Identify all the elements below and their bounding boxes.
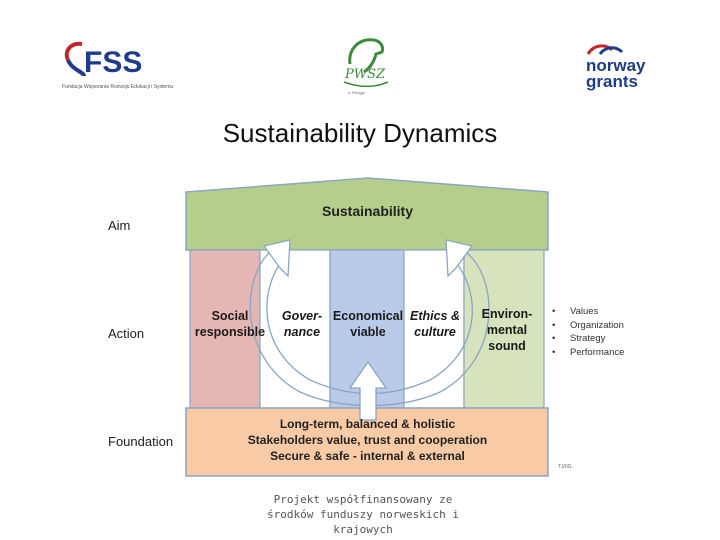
foundation-line2: Stakeholders value, trust and cooperatio… [247,433,488,447]
pillar-governance-line1: Gover- [281,309,323,323]
footer-line2: środków funduszy norweskich i [266,508,460,521]
pillar-ethics-label: Ethics & culture [404,308,466,340]
fss-logo-icon [64,41,86,77]
footer-note: Projekt współfinansowany ze środków fund… [258,492,468,537]
fss-logo-text: FSS [84,46,143,79]
fss-logo: FSS Fundacja Wspierania Rozwoju Edukacji… [62,38,173,94]
pillar-economical-label: Economical viable [330,308,406,340]
pillar-social-line2: responsible [194,325,266,339]
norway-logo-line1: norway [586,56,646,75]
pillar-ethics [403,249,465,409]
roof-shape [185,177,549,251]
pillar-environmental-line3: sound [488,339,526,353]
values-bullet-list: •Values •Organization •Strategy •Perform… [552,305,624,359]
credit-label: TJ/IIG [558,464,572,470]
norway-grants-logo: norway grants [580,40,660,94]
pillar-ethics-line2: culture [414,325,456,339]
row-label-foundation: Foundation [108,434,174,449]
list-item: •Values [552,306,599,317]
norway-arc-icon [586,44,624,55]
pillar-governance-line2: nance [283,325,321,339]
list-item: •Organization [552,319,624,331]
pillar-economical-line1: Economical [332,309,404,323]
pillar-governance [259,249,331,409]
footer-line3: krajowych [333,523,393,536]
slide-title: Sustainability Dynamics [222,118,498,148]
pillar-social-line1: Social [211,309,249,323]
pwsz-logo-subtitle: w Elblągu [348,90,366,95]
foundation-line1: Long-term, balanced & holistic [279,417,456,431]
pwsz-logo-text: PWSZ [344,67,386,82]
pwsz-horse-logo-icon: PWSZ [343,38,389,88]
pillar-governance-label: Gover- nance [270,308,334,340]
footer-line1: Projekt współfinansowany ze [273,493,453,506]
foundation-line3: Secure & safe - internal & external [270,449,465,463]
fss-logo-subtitle: Fundacja Wspierania Rozwoju Edukacji i S… [62,84,174,90]
pwsz-logo: PWSZ w Elblągu [330,34,400,98]
pillar-social-label: Social responsible [190,308,270,340]
pillar-environmental-line2: mental [486,323,528,337]
pillar-ethics-line1: Ethics & [409,309,460,323]
pillar-environmental-line1: Environ- [481,307,533,321]
pillar-environmental-label: Environ- mental sound [470,306,544,354]
norway-logo-line2: grants [586,72,638,91]
aim-box-label: Sustainability [321,203,414,219]
list-item: •Strategy [552,333,606,344]
pillar-economical-line2: viable [350,325,386,339]
list-item: •Performance [552,346,625,358]
up-arrow-icon [348,360,388,421]
row-label-action: Action [108,326,145,341]
foundation-label: Long-term, balanced & holistic Stakehold… [185,416,550,464]
row-label-aim: Aim [108,218,131,233]
